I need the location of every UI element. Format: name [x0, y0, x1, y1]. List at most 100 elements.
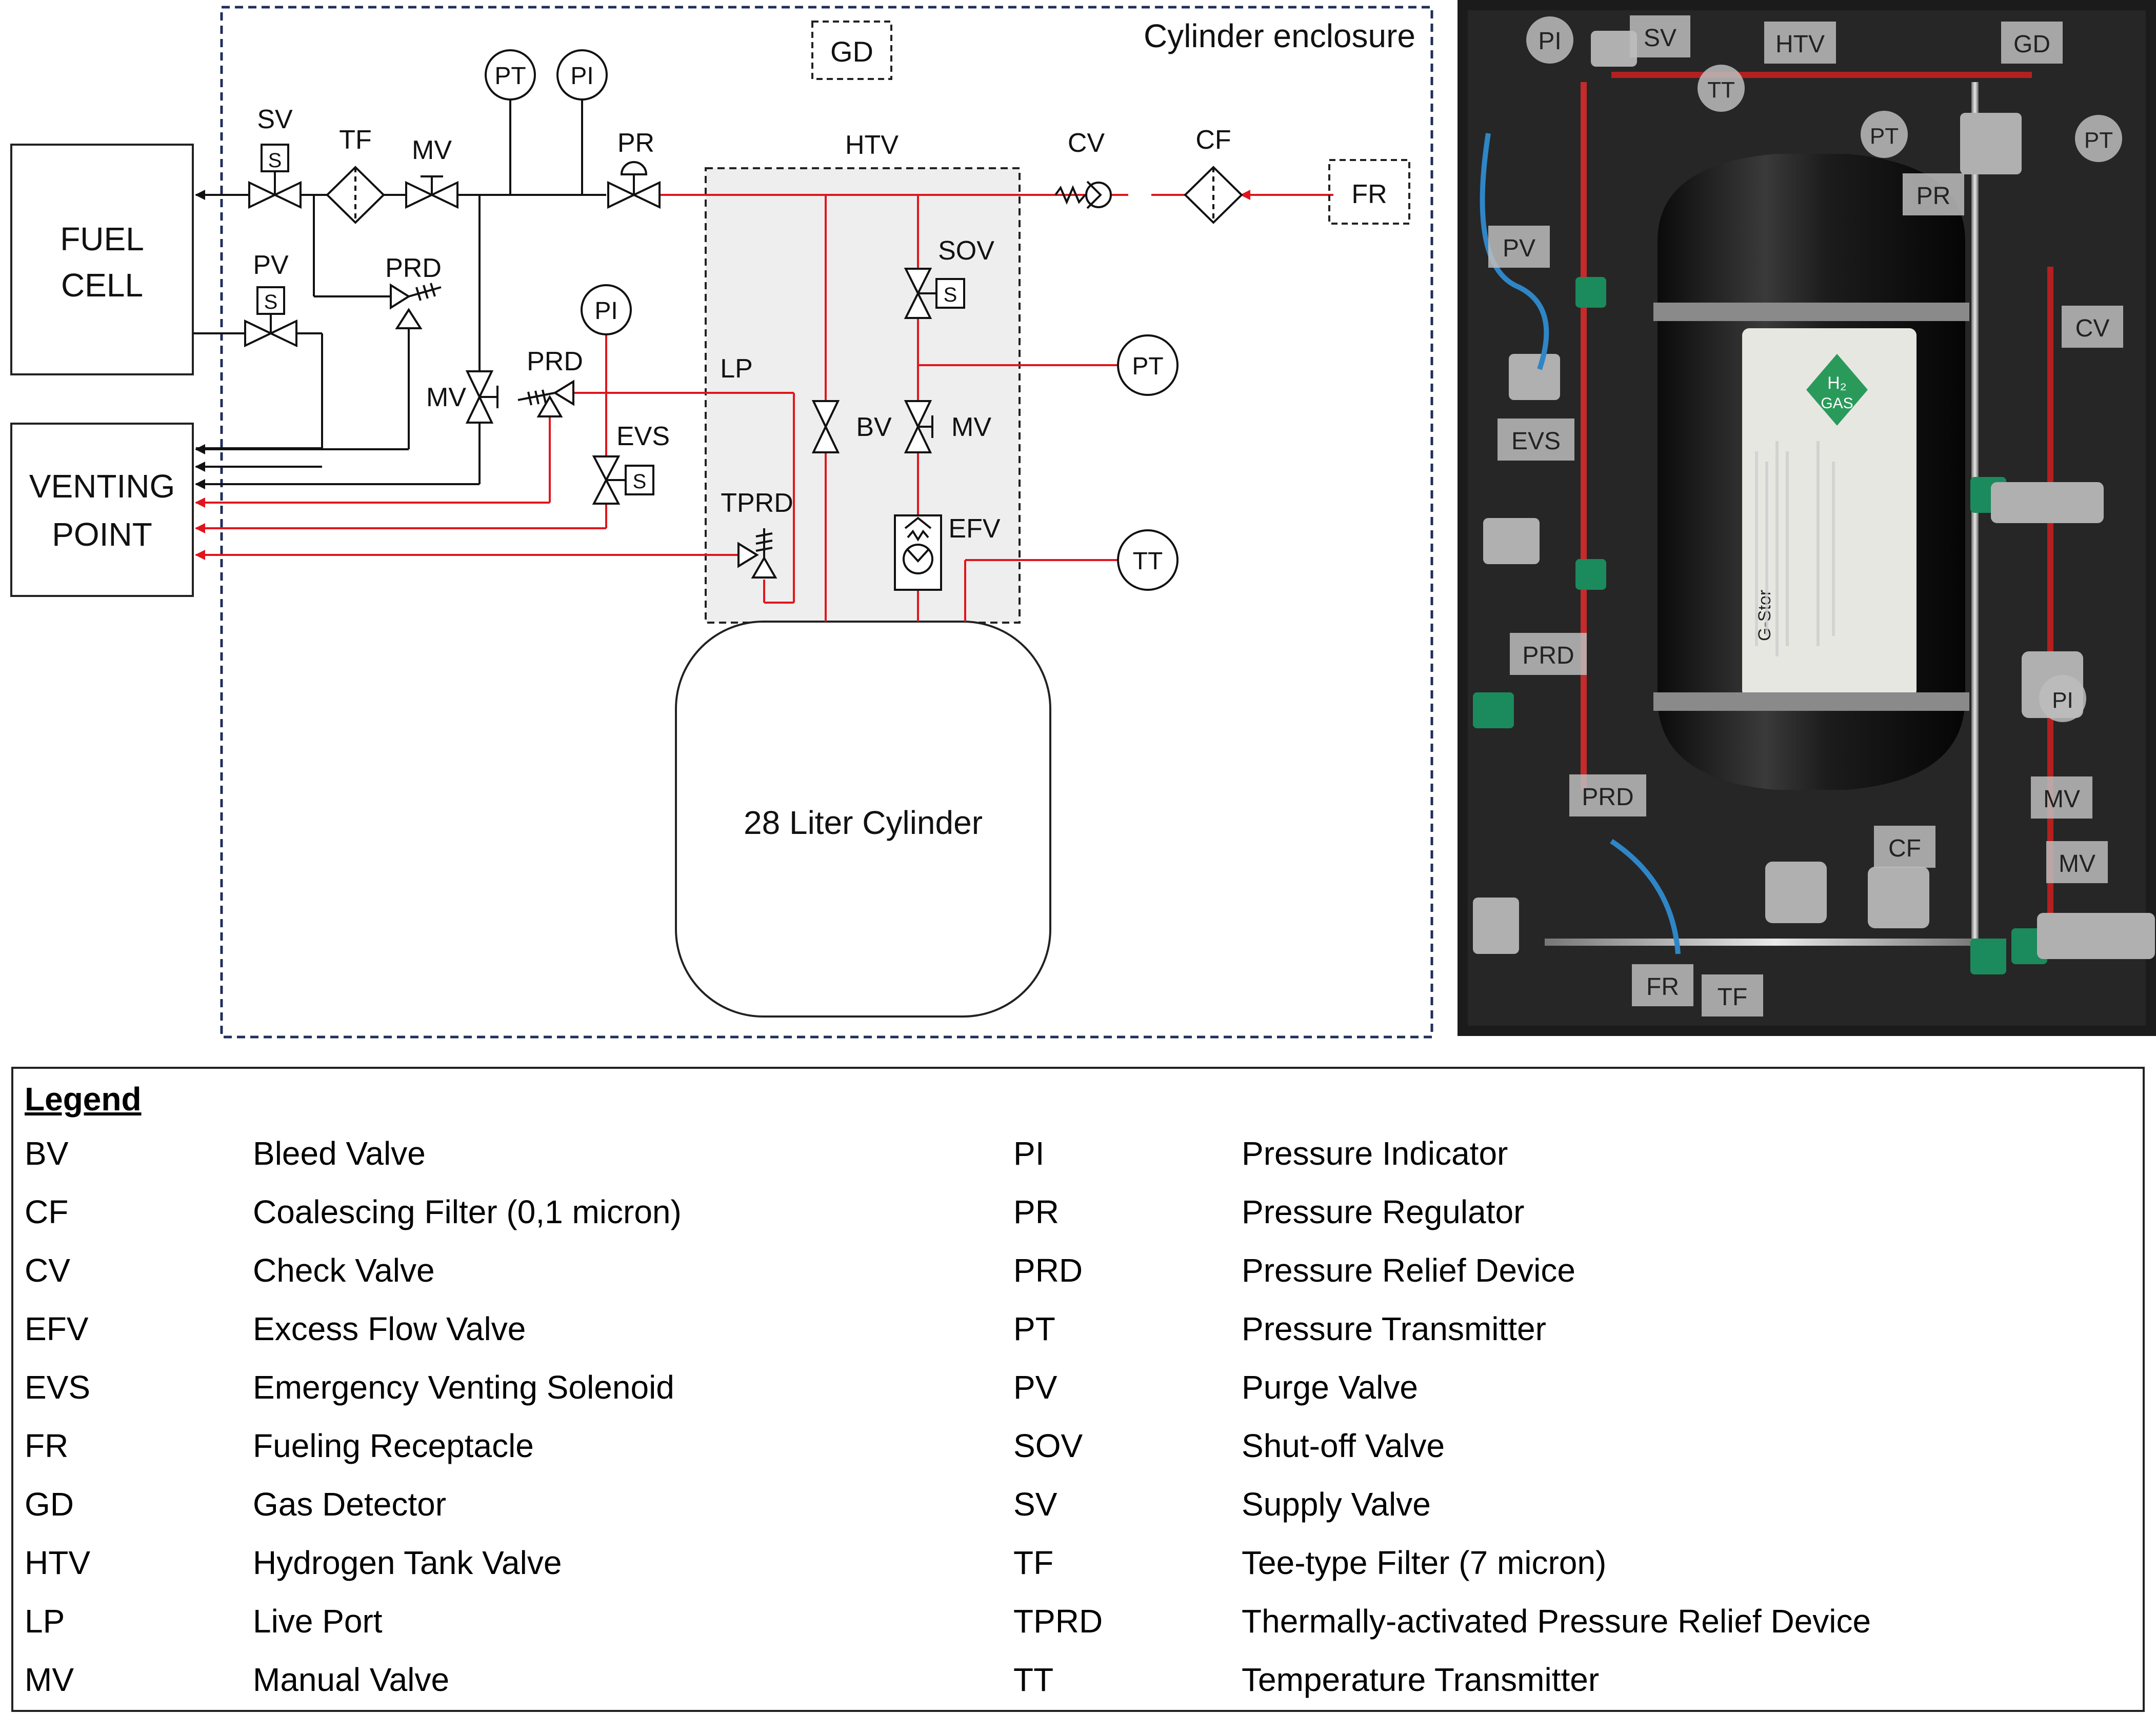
legend-abbreviation: PT — [1013, 1310, 1055, 1347]
legend-abbreviation: LP — [25, 1603, 65, 1640]
legend-row: PT Pressure Transmitter — [1013, 1310, 1988, 1356]
legend-abbreviation: TF — [1013, 1544, 1054, 1581]
legend-abbreviation: GD — [25, 1486, 74, 1523]
callout-prd-lower: PRD — [1582, 784, 1633, 811]
tprd-label: TPRD — [721, 488, 793, 518]
pressure-indicator-mid — [581, 284, 632, 335]
emergency-venting-solenoid-symbol — [592, 455, 654, 505]
legend-description: Manual Valve — [253, 1661, 450, 1698]
callout-gd: GD — [2013, 31, 2050, 58]
legend-abbreviation: CF — [25, 1193, 69, 1230]
callout-pv: PV — [1503, 235, 1535, 262]
cf-label: CF — [1195, 125, 1231, 155]
htv-box — [705, 167, 1021, 624]
callout-pt-mid: PT — [1870, 124, 1899, 149]
tf-label: TF — [339, 125, 372, 155]
mv-top-label: MV — [412, 135, 452, 165]
check-valve-symbol — [1054, 181, 1112, 209]
legend-description: Pressure Relief Device — [1242, 1252, 1575, 1289]
pressure-transmitter-right — [1117, 334, 1179, 396]
hydrogen-cylinder — [675, 621, 1051, 1018]
tank-brand-label: G-Stor — [1755, 590, 1774, 641]
callout-mv-upper: MV — [2043, 786, 2080, 813]
photo-callout-group: PI SV HTV GD TT PT PT PR PV CV EVS PRD P… — [1488, 15, 2123, 1017]
pressure-indicator-top — [556, 49, 608, 101]
fr-label: FR — [1351, 180, 1387, 209]
legend-description: Thermally-activated Pressure Relief Devi… — [1242, 1603, 1871, 1640]
fuel-cell-label-line1: FUEL — [60, 221, 144, 257]
legend-abbreviation: MV — [25, 1661, 74, 1698]
legend-row: HTV Hydrogen Tank Valve — [25, 1544, 999, 1590]
pi-mid-label: PI — [594, 297, 617, 325]
excess-flow-valve-symbol — [894, 514, 942, 591]
legend-description: Check Valve — [253, 1252, 435, 1289]
pv-solenoid-letter: S — [264, 291, 278, 313]
venting-point-label-line2: POINT — [52, 516, 152, 553]
legend-description: Fueling Receptacle — [253, 1427, 534, 1464]
legend-abbreviation: SV — [1013, 1486, 1057, 1523]
callout-htv: HTV — [1775, 31, 1825, 58]
pi-top-label: PI — [570, 63, 593, 90]
evs-label: EVS — [616, 422, 670, 451]
prd-mid-symbol — [517, 380, 574, 417]
prd-mid-label: PRD — [527, 347, 583, 376]
legend-abbreviation: PV — [1013, 1369, 1057, 1406]
prd-top-symbol — [390, 283, 442, 329]
callout-pi-top: PI — [1538, 28, 1561, 55]
legend-abbreviation: BV — [25, 1135, 69, 1172]
legend-abbreviation: PR — [1013, 1193, 1059, 1230]
cylinder-label: 28 Liter Cylinder — [744, 804, 983, 841]
legend-row: PRD Pressure Relief Device — [1013, 1251, 1988, 1298]
tprd-symbol — [737, 528, 777, 579]
pressure-regulator-symbol — [607, 161, 661, 209]
manual-valve-left-symbol — [465, 370, 498, 424]
bv-label: BV — [856, 412, 892, 442]
gas-badge-gas: GAS — [1821, 395, 1853, 412]
callout-tf: TF — [1718, 984, 1748, 1011]
gas-badge-h2: H₂ — [1827, 373, 1847, 393]
cv-label: CV — [1068, 128, 1105, 158]
sv-label: SV — [257, 105, 293, 134]
legend-description: Coalescing Filter (0,1 micron) — [253, 1193, 682, 1230]
evs-solenoid-letter: S — [633, 470, 647, 493]
h2-gas-diamond-icon — [1806, 354, 1868, 426]
callout-pi-right: PI — [2052, 688, 2073, 713]
legend-description: Pressure Indicator — [1242, 1135, 1508, 1172]
legend-abbreviation: PRD — [1013, 1252, 1083, 1289]
legend-abbreviation: TT — [1013, 1661, 1054, 1698]
legend-description: Pressure Regulator — [1242, 1193, 1525, 1230]
legend-row: MV Manual Valve — [25, 1661, 999, 1707]
legend-description: Excess Flow Valve — [253, 1310, 526, 1347]
callout-cf: CF — [1888, 835, 1921, 862]
legend-abbreviation: HTV — [25, 1544, 90, 1581]
equipment-photo: H₂ GAS G-Stor PI SV HTV GD TT PT PT PR P… — [1458, 0, 2156, 1036]
legend-description: Tee-type Filter (7 micron) — [1242, 1544, 1607, 1581]
venting-point-block — [10, 423, 194, 597]
sov-solenoid-letter: S — [944, 284, 957, 306]
fuel-cell-block — [10, 144, 194, 375]
pr-label: PR — [617, 128, 654, 158]
bleed-valve-symbol — [811, 400, 840, 453]
pressure-transmitter-top — [485, 49, 536, 101]
legend-description: Hydrogen Tank Valve — [253, 1544, 562, 1581]
legend-row: TF Tee-type Filter (7 micron) — [1013, 1544, 1988, 1590]
legend-row: PR Pressure Regulator — [1013, 1193, 1988, 1239]
legend-description: Bleed Valve — [253, 1135, 426, 1172]
legend-description: Pressure Transmitter — [1242, 1310, 1546, 1347]
manual-valve-right-symbol — [904, 400, 933, 453]
legend-description: Emergency Venting Solenoid — [253, 1369, 674, 1406]
legend-row: CF Coalescing Filter (0,1 micron) — [25, 1193, 999, 1239]
tee-filter-symbol — [326, 166, 385, 224]
mv-right-label: MV — [951, 412, 991, 442]
prd-top-label: PRD — [385, 253, 442, 283]
lp-label: LP — [720, 354, 753, 384]
